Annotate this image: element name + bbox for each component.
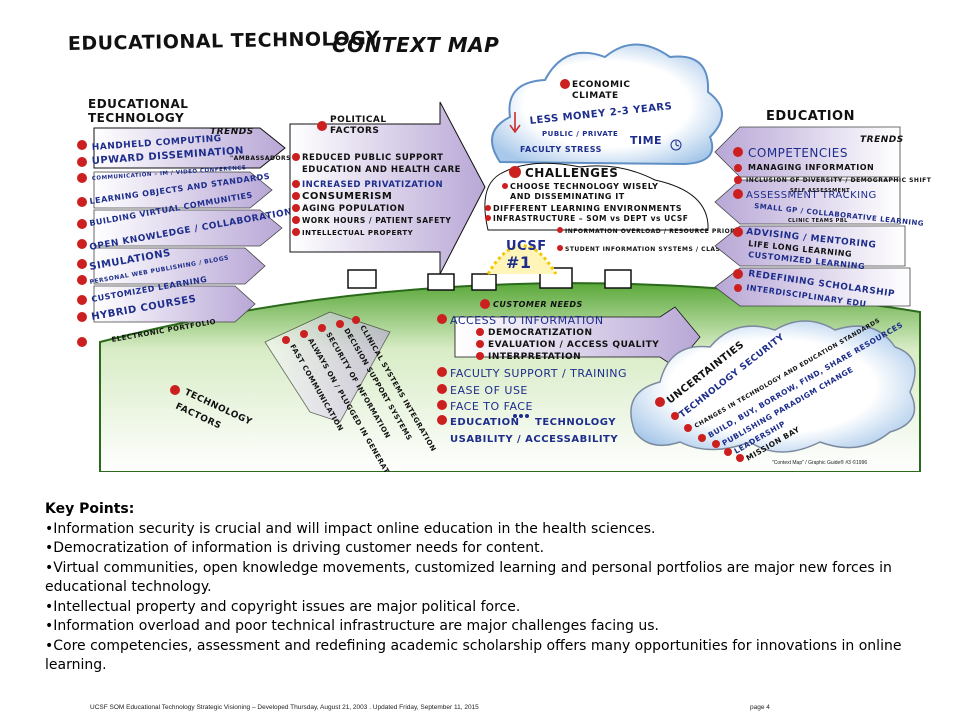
political-item-3: INCREASED PRIVATIZATION (302, 180, 443, 190)
challenge-item-3: DIFFERENT LEARNING ENVIRONMENTS (493, 204, 682, 213)
challenge-item-4: INFRASTRUCTURE – SOM vs DEPT vs UCSF (493, 214, 688, 223)
campus-buildings (347, 267, 632, 291)
page-number: page 4 (750, 704, 770, 711)
education-heading-2: TRENDS (860, 135, 904, 145)
edtech-arrow (93, 127, 286, 169)
key-point-item: •Information overload and poor technical… (45, 618, 659, 634)
economic-heading-1: ECONOMIC (572, 80, 631, 90)
political-heading-1: POLITICAL (330, 115, 387, 125)
customer-item-7: FACE TO FACE (450, 400, 533, 413)
education-trends-section: EDUCATION TRENDS COMPETENCIES MANAGING I… (714, 109, 932, 309)
economic-item-3: FACULTY STRESS (520, 145, 602, 154)
political-item-7: INTELLECTUAL PROPERTY (302, 229, 414, 237)
edtech-item-3: "AMBASSADORS" (230, 155, 295, 162)
ucsf-number: #1 (506, 253, 532, 272)
education-item-3: INCLUSION OF DIVERSITY / DEMOGRAPHIC SHI… (746, 177, 932, 184)
challenge-item-6: STUDENT INFORMATION SYSTEMS / CLASSROOM … (565, 246, 786, 253)
customer-needs-section: CUSTOMER NEEDS ACCESS TO INFORMATION DEM… (437, 299, 701, 445)
political-item-2: EDUCATION AND HEALTH CARE (302, 165, 461, 175)
key-point-item: •Information security is crucial and wil… (45, 520, 656, 537)
political-item-4: CONSUMERISM (302, 191, 392, 202)
challenge-item-1: CHOOSE TECHNOLOGY WISELY (510, 182, 658, 191)
customer-item-1: ACCESS TO INFORMATION (450, 314, 604, 327)
key-points-title: Key Points: (45, 501, 135, 517)
key-point-item: •Democratization of information is drivi… (45, 540, 545, 556)
footer-text: UCSF SOM Educational Technology Strategi… (90, 704, 479, 711)
ucsf-label: UCSF (506, 239, 547, 254)
challenge-item-2: AND DISSEMINATING IT (510, 192, 625, 201)
political-item-1: REDUCED PUBLIC SUPPORT (302, 153, 443, 163)
key-point-item: •Intellectual property and copyright iss… (45, 598, 521, 615)
ucsf-emblem: UCSF #1 (486, 239, 558, 275)
edtech-arrow-stack (93, 171, 283, 323)
key-point-item: •Virtual communities, open knowledge mov… (45, 559, 892, 596)
political-item-6: WORK HOURS / PATIENT SAFETY (302, 216, 451, 225)
edtech-trends-section: EDUCATIONAL TECHNOLOGY TRENDS HANDHELD C… (77, 97, 295, 347)
challenge-item-5: INFORMATION OVERLOAD / RESOURCE PRIORITI… (565, 228, 773, 235)
map-title-left: EDUCATIONAL TECHNOLOGY (68, 28, 381, 55)
education-heading-1: EDUCATION (766, 109, 855, 124)
education-item-5: SELF ASSESSMENT (790, 188, 850, 194)
customer-item-5: FACULTY SUPPORT / TRAINING (450, 367, 627, 380)
political-section: POLITICAL FACTORS REDUCED PUBLIC SUPPORT… (289, 101, 486, 275)
uncertainties-cloud: UNCERTAINTIES TECHNOLOGY SECURITY CHANGE… (630, 317, 916, 463)
political-item-5: AGING POPULATION (302, 204, 405, 214)
challenges-heading: CHALLENGES (525, 166, 618, 180)
economic-climate-cloud: ECONOMIC CLIMATE LESS MONEY 2-3 YEARS PU… (491, 43, 723, 166)
education-item-2: MANAGING INFORMATION (748, 163, 874, 172)
customer-heading: CUSTOMER NEEDS (493, 300, 583, 309)
people-icon (513, 414, 529, 418)
edtech-heading-3: TRENDS (210, 127, 254, 137)
customer-item-3: EVALUATION / ACCESS QUALITY (488, 340, 659, 350)
education-item-4: ASSESSMENT TRACKING (746, 190, 877, 201)
education-item-7: CLINIC TEAMS PBL (788, 218, 848, 224)
key-point-item: •Core competencies, assessment and redef… (45, 637, 902, 674)
down-arrow-icon (509, 112, 521, 134)
political-arrow (289, 101, 486, 275)
political-heading-2: FACTORS (330, 126, 379, 136)
economic-item-2: PUBLIC / PRIVATE (542, 130, 618, 138)
tech-factors-arrow (264, 311, 391, 423)
customer-item-6: EASE OF USE (450, 384, 528, 397)
page-footer: UCSF SOM Educational Technology Strategi… (90, 704, 790, 711)
education-arrow-stack (714, 126, 911, 307)
economic-item-4: TIME (630, 134, 662, 147)
customer-item-4: INTERPRETATION (488, 352, 581, 362)
key-points: Key Points: •Information security is cru… (45, 500, 925, 676)
edtech-heading-2: TECHNOLOGY (88, 111, 184, 125)
map-credit: "Context Map" / Graphic Guide® #3 ©1996 (772, 459, 867, 466)
clock-icon (670, 139, 682, 151)
map-title-right: CONTEXT MAP (332, 33, 499, 57)
education-item-1: COMPETENCIES (748, 146, 848, 160)
challenges-section: CHALLENGES CHOOSE TECHNOLOGY WISELY AND … (484, 162, 786, 253)
edtech-heading-1: EDUCATIONAL (88, 97, 188, 111)
context-map-illustration: EDUCATIONAL TECHNOLOGY CONTEXT MAP UCSF … (68, 28, 932, 472)
customer-item-2: DEMOCRATIZATION (488, 328, 592, 338)
economic-heading-2: CLIMATE (572, 91, 619, 101)
customer-item-9: TECHNOLOGY (535, 417, 616, 428)
customer-item-8: EDUCATION (450, 417, 519, 428)
customer-item-10: USABILITY / ACCESSABILITY (450, 434, 618, 445)
